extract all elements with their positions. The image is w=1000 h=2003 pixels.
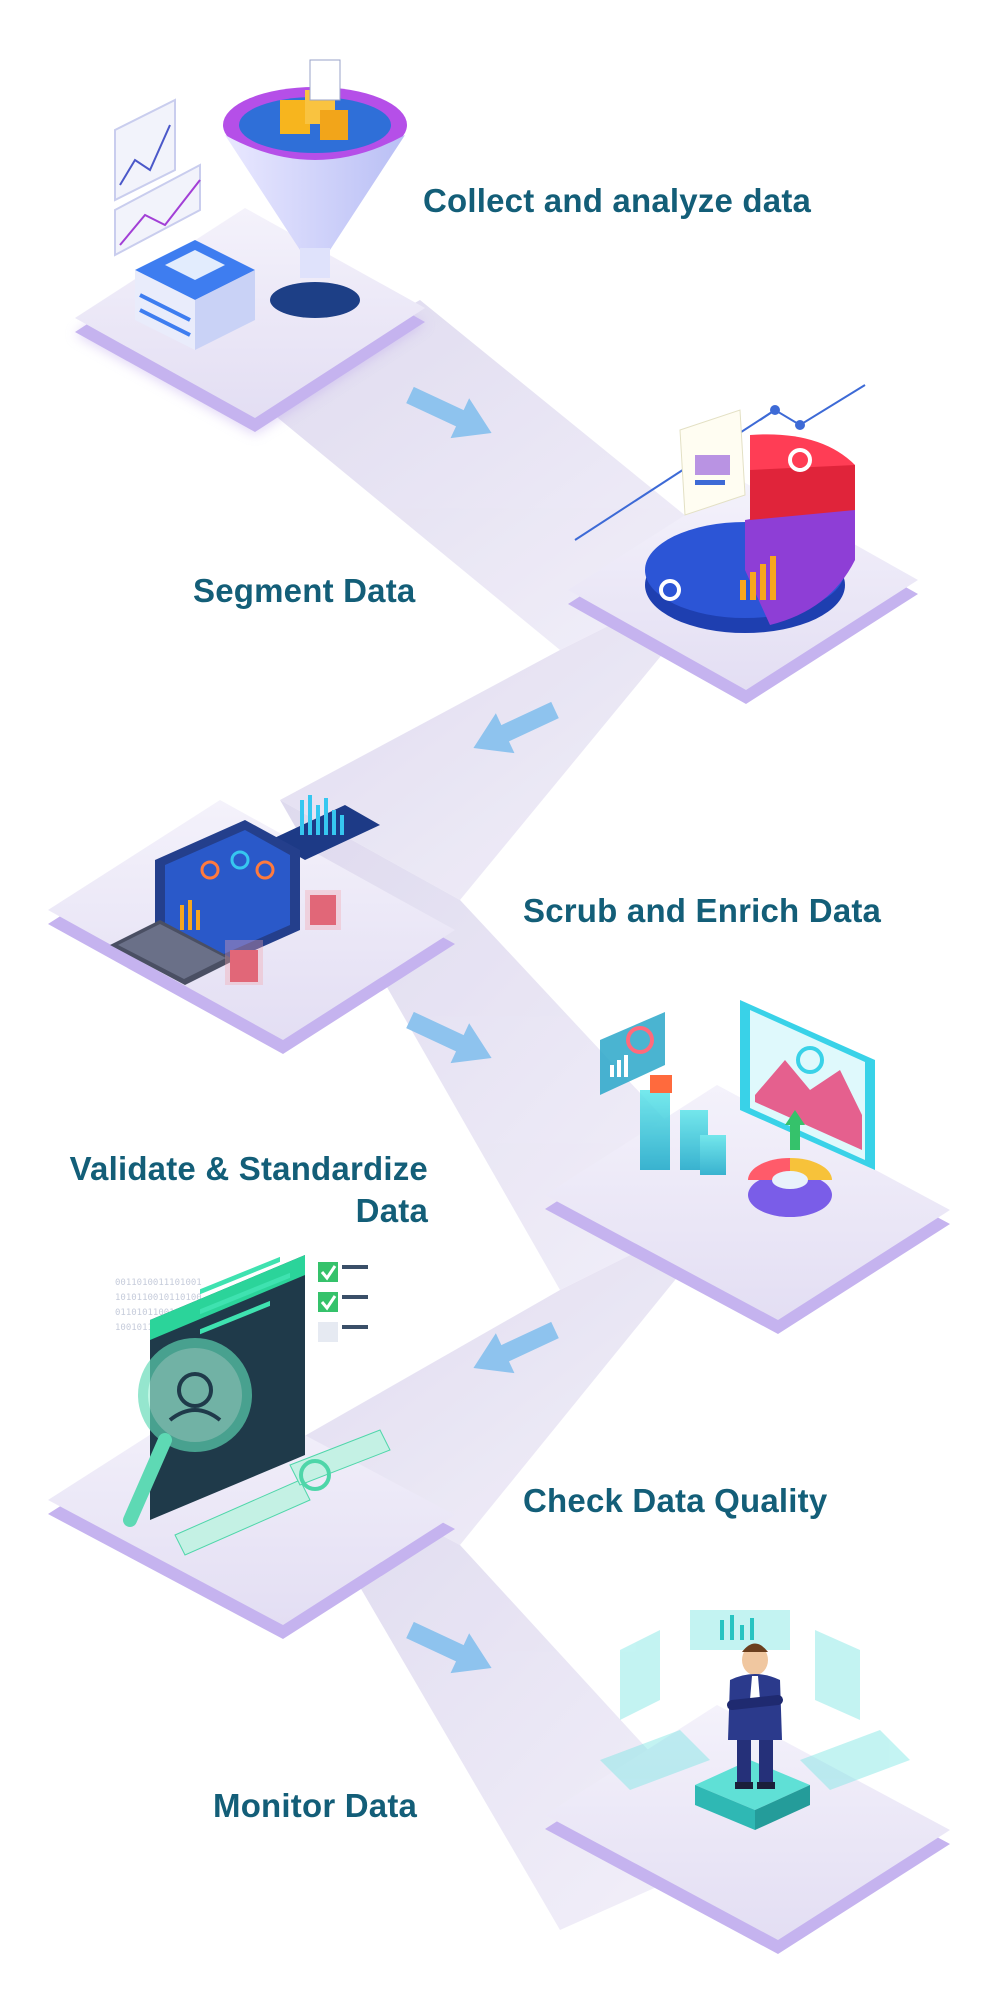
step-label-validate: Validate & Standardize Data [30, 1148, 428, 1232]
step-label-validate-line2: Data [355, 1192, 428, 1229]
step-label-scrub: Scrub and Enrich Data [523, 892, 882, 929]
laptop-dashboard-icon [110, 795, 380, 985]
pie-chart-segment-icon [574, 384, 866, 633]
funnel-data-icon [114, 59, 407, 350]
arrow-down-right-icon [406, 1621, 492, 1674]
step-label-collect: Collect and analyze data [423, 182, 812, 219]
svg-text:0011010011101001: 0011010011101001 [115, 1278, 202, 1288]
arrow-down-left-icon [473, 1321, 559, 1374]
svg-text:1010110010110100: 1010110010110100 [115, 1293, 202, 1303]
step-label-validate-line1: Validate & Standardize [69, 1150, 428, 1187]
step-label-quality: Check Data Quality [523, 1482, 828, 1519]
magnifier-inspection-icon: 0011010011101001 1010110010110100 011010… [115, 1255, 391, 1556]
svg-text:0110101100101101: 0110101100101101 [115, 1308, 202, 1318]
arrow-down-left-icon [473, 701, 559, 754]
step-label-monitor: Monitor Data [213, 1787, 418, 1824]
person-monitor-icon [600, 1610, 910, 1830]
arrow-icons [406, 386, 559, 1674]
analytics-screens-icon [600, 1000, 875, 1217]
arrow-down-right-icon [406, 1011, 492, 1064]
arrow-down-right-icon [406, 386, 492, 439]
step-label-segment: Segment Data [193, 572, 416, 609]
